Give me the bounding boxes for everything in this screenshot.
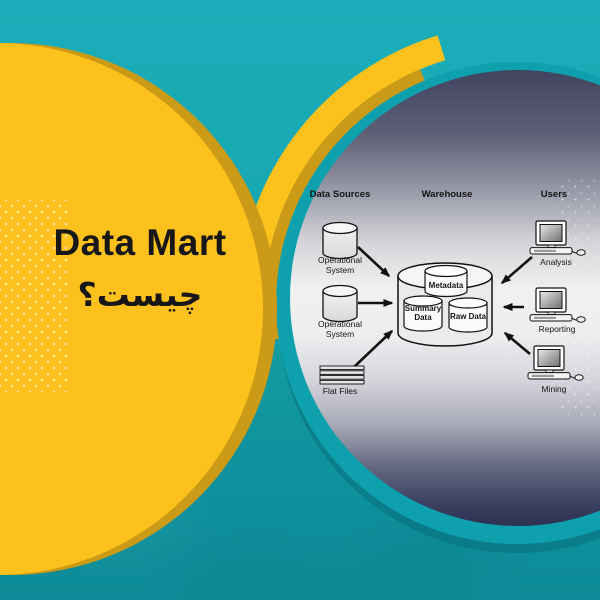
page-title: Data Mart xyxy=(53,222,227,263)
gold-crescent-decoration xyxy=(264,69,426,341)
arrow-source1-to-warehouse xyxy=(357,246,391,278)
desktop-computer-icon xyxy=(529,220,586,256)
user-label: Analysis xyxy=(540,257,572,267)
dot-pattern-decoration xyxy=(0,200,70,392)
column-header-warehouse: Warehouse xyxy=(421,189,473,200)
user-label: Reporting xyxy=(538,324,576,334)
source-label: Operational System xyxy=(318,255,362,275)
desktop-computer-icon xyxy=(527,345,584,381)
arrow-analysis-to-warehouse xyxy=(500,256,533,284)
source-label: Flat Files xyxy=(322,386,358,396)
database-cylinder-icon xyxy=(322,221,358,260)
diagram-arrows xyxy=(353,246,533,368)
source-label: Operational System xyxy=(318,319,362,339)
warehouse-component-label: Raw Data xyxy=(449,312,486,321)
warehouse-component-label: Summary Data xyxy=(404,304,442,322)
warehouse-diagram-graphics xyxy=(319,220,586,385)
summary-data-cylinder-icon xyxy=(403,295,443,332)
column-header-users: Users xyxy=(540,189,568,200)
column-header-data-sources: Data Sources xyxy=(309,189,371,200)
flat-files-icon xyxy=(319,365,365,385)
desktop-computer-icon xyxy=(529,287,586,323)
arrow-mining-to-warehouse xyxy=(503,332,531,355)
title-panel: Data Mart چیست؟ xyxy=(20,222,260,318)
metadata-cylinder-icon xyxy=(424,264,468,298)
raw-data-cylinder-icon xyxy=(448,297,488,333)
database-cylinder-icon xyxy=(322,284,358,323)
warehouse-component-label: Metadata xyxy=(428,281,464,290)
page-subtitle: چیست؟ xyxy=(77,275,203,314)
user-label: Mining xyxy=(541,384,567,394)
arrow-flatfiles-to-warehouse xyxy=(353,329,394,368)
